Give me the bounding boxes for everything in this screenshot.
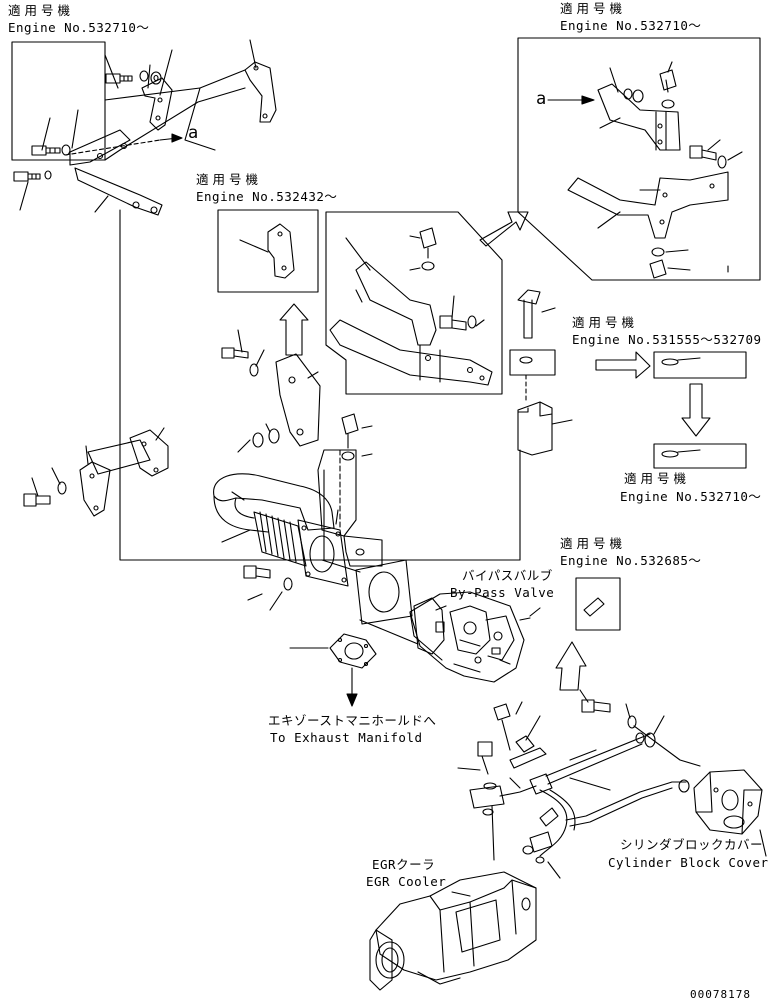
- engine-range-right-lower: Engine No.532710～: [620, 489, 762, 504]
- pipe-flange: [297, 519, 349, 587]
- bellows: [253, 511, 307, 567]
- bracket-part: [355, 261, 437, 346]
- bracket-part: [141, 77, 173, 131]
- applicability-label-jp: 適用号機: [8, 3, 75, 18]
- alt-part-box: [653, 351, 747, 379]
- center-bracket-frame: [325, 211, 503, 395]
- center-left-detail-group: [217, 209, 319, 356]
- bracket-part: [329, 319, 493, 386]
- center-bracket-group: [325, 211, 503, 395]
- sensor-detail-group: [555, 577, 621, 691]
- sensor-pipe: [539, 789, 568, 857]
- gasket: [355, 559, 413, 625]
- view-arrow-a-right: a: [536, 89, 547, 109]
- egr-pipe-assembly: [213, 449, 419, 645]
- bolt-part: [13, 171, 41, 182]
- bolt-part: [105, 73, 133, 84]
- clamp-part: [129, 429, 169, 477]
- applicability-label-jp: 適用号機: [572, 315, 639, 330]
- sensor-pipe: [545, 733, 651, 777]
- pipe-flange: [343, 535, 383, 567]
- applicability-label-jp: 適用号機: [196, 172, 263, 187]
- egr-cooler-label-en: EGR Cooler: [366, 874, 447, 889]
- spacer-group: [509, 289, 747, 561]
- bypass-valve-label-jp: バイパスバルブ: [462, 568, 553, 583]
- clamp-part: [275, 353, 321, 447]
- leader-line: [529, 607, 541, 617]
- detail-arrow: [279, 303, 309, 356]
- exhaust-manifold-label-jp: エキゾーストマニホールドへ: [268, 713, 437, 728]
- bolt-part: [221, 347, 249, 359]
- bolt-part: [243, 565, 271, 579]
- bolt-part: [689, 145, 717, 161]
- bracket-part: [567, 171, 729, 239]
- clamp-group: [221, 329, 373, 461]
- bracket-part: [244, 61, 277, 123]
- egr-pipe: [213, 473, 335, 531]
- center-right-applicability-frame: [575, 577, 621, 631]
- drawing-number: 00078178: [690, 988, 751, 1001]
- egr-cooler-label-jp: EGRクーラ: [372, 857, 436, 872]
- left-clamp-group: [23, 427, 169, 517]
- top-left-detail-group: [11, 39, 521, 561]
- bolt-part: [581, 699, 611, 713]
- bolt-part: [31, 145, 61, 156]
- top-right-detail-group: [517, 37, 761, 281]
- leader-line: [759, 829, 767, 857]
- bracket-part: [74, 167, 163, 216]
- cylinder-block-cover: [693, 769, 763, 835]
- exhaust-manifold-label-en: To Exhaust Manifold: [270, 730, 423, 745]
- leader-line: [451, 891, 471, 897]
- connector-block: [469, 785, 505, 809]
- center-left-applicability-frame: [217, 209, 319, 293]
- bypass-valve-label-en: By-Pass Valve: [450, 585, 555, 600]
- detail-arrow: [681, 383, 711, 437]
- detail-arrow: [479, 211, 529, 247]
- spacer-part: [517, 401, 553, 456]
- detail-arrow: [555, 641, 587, 691]
- egr-cooler: [369, 871, 537, 991]
- detail-arrow: [595, 351, 651, 379]
- engine-range-top-right: Engine No.532710～: [560, 18, 702, 33]
- applicability-label-jp: 適用号機: [624, 471, 691, 486]
- engine-range-center-right: Engine No.532685～: [560, 553, 702, 568]
- cylinder-block-cover-label-jp: シリンダブロックカバー: [620, 837, 764, 852]
- applicability-label-jp: 適用号機: [560, 1, 627, 16]
- bracket-part: [69, 129, 131, 166]
- branch-pipe: [317, 449, 357, 537]
- alt-part-box: [653, 443, 747, 469]
- engine-range-top-left: Engine No.532710～: [8, 20, 150, 35]
- clamp-part: [79, 461, 111, 517]
- applicability-label-jp: 適用号機: [560, 536, 627, 551]
- gasket: [329, 633, 377, 669]
- sensor-pipe-group: [457, 689, 701, 879]
- exhaust-gasket-group: [289, 633, 377, 707]
- engine-range-right-mid: Engine No.531555～532709: [572, 332, 762, 347]
- bypass-valve: [409, 591, 531, 683]
- applicability-frame-small: [509, 349, 556, 376]
- bolt-part: [439, 315, 467, 331]
- bolt-part: [23, 493, 51, 507]
- clamp-part: [267, 223, 295, 279]
- top-right-applicability-frame: [517, 37, 761, 281]
- engine-range-center-left: Engine No.532432～: [196, 189, 338, 204]
- cylinder-block-cover-label-en: Cylinder Block Cover: [608, 855, 769, 870]
- bracket-part: [597, 83, 681, 151]
- view-arrow-a-left: a: [188, 123, 199, 143]
- pipe-segment: [87, 439, 151, 475]
